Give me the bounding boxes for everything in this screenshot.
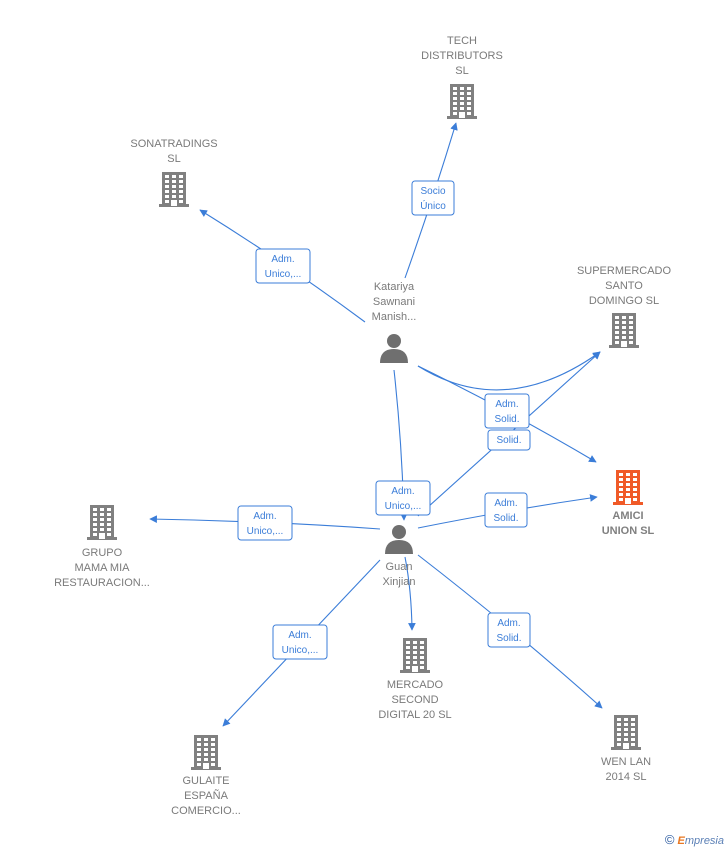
edge-label-box — [237, 505, 293, 541]
building-icon — [609, 313, 639, 348]
edge-label-box — [255, 248, 311, 284]
node-label: SONATRADINGS — [130, 138, 217, 150]
edge-label-text: Adm. — [494, 498, 517, 509]
node-label: SL — [455, 65, 468, 77]
edge-label-text: Unico,... — [265, 269, 302, 280]
edge-label-guan-to-wenlan[interactable]: Adm. Solid. — [487, 612, 531, 648]
node-label: DISTRIBUTORS — [421, 50, 503, 62]
edge-labels-layer: SocioÚnicoAdm.Unico,...Adm.Solid.Solid.A… — [237, 180, 531, 660]
node-mercado[interactable]: MERCADO SECOND DIGITAL 20 SL — [378, 638, 452, 721]
edge-label-guan-to-grupo[interactable]: Adm. Unico,... — [237, 505, 293, 541]
building-icon — [191, 735, 221, 770]
edge-katariya-to-super — [417, 351, 601, 391]
node-label: Xinjian — [382, 576, 415, 588]
building-icon — [613, 470, 643, 505]
edge-label-box — [487, 429, 531, 451]
node-label: DOMINGO SL — [589, 295, 659, 307]
edge-label-text: Adm. — [391, 486, 414, 497]
node-super[interactable]: SUPERMERCADO SANTO DOMINGO SL — [577, 265, 672, 348]
node-katariya[interactable]: KatariyaSawnaniManish... — [372, 281, 417, 363]
copyright-icon: © — [664, 832, 675, 847]
node-label: Guan — [386, 561, 413, 573]
building-icon — [400, 638, 430, 673]
edge-label-text: Solid. — [493, 513, 518, 524]
edge-guan-to-mercado — [404, 556, 416, 631]
edge-label-box — [487, 612, 531, 648]
brand-logo: Empresia — [677, 835, 724, 847]
edge-label-text: Solid. — [496, 633, 521, 644]
node-label: DIGITAL 20 SL — [378, 709, 451, 721]
node-label: Katariya — [374, 281, 415, 293]
node-label: Manish... — [372, 311, 417, 323]
node-label: MERCADO — [387, 679, 444, 691]
edge-label-box — [484, 492, 528, 528]
edge-label-text: Solid. — [494, 414, 519, 425]
node-label: 2014 SL — [606, 771, 647, 783]
node-label: RESTAURACION... — [54, 577, 150, 589]
node-gulaite[interactable]: GULAITE ESPAÑA COMERCIO... — [171, 735, 241, 817]
edge-label-box — [484, 393, 530, 429]
node-label: Sawnani — [373, 296, 415, 308]
node-label: GULAITE — [182, 775, 229, 787]
edge-label-guan-to-gulaite[interactable]: Adm. Unico,... — [272, 624, 328, 660]
building-icon — [447, 84, 477, 119]
edge-label-text: Solid. — [496, 435, 521, 446]
node-wenlan[interactable]: WEN LAN 2014 SL — [601, 715, 651, 783]
edge-label-text: Unico,... — [247, 526, 284, 537]
edge-label-box — [411, 180, 455, 216]
person-icon — [385, 525, 413, 554]
node-label: GRUPO — [82, 547, 123, 559]
node-grupo[interactable]: GRUPO MAMA MIA RESTAURACION... — [54, 505, 150, 589]
nodes-layer: TECH DISTRIBUTORS SL SONATRADINGS SL SUPERMER… — [54, 35, 671, 817]
building-icon — [159, 172, 189, 207]
edge-label-katariya-to-super[interactable]: Adm. Solid. — [484, 393, 530, 429]
person-icon — [380, 334, 408, 363]
edge-label-guan-to-super[interactable]: Adm. Unico,... — [375, 480, 431, 516]
node-tech[interactable]: TECH DISTRIBUTORS SL — [421, 35, 503, 119]
edge-label-text: Adm. — [271, 254, 294, 265]
node-label: ESPAÑA — [184, 789, 228, 802]
edge-label-text: Socio — [420, 186, 445, 197]
node-label: SUPERMERCADO — [577, 265, 672, 277]
edge-label-text: Adm. — [253, 511, 276, 522]
edge-label-text: Unico,... — [282, 645, 319, 656]
node-label: AMICI — [612, 510, 643, 522]
edge-label-katariya-to-sona[interactable]: Adm. Unico,... — [255, 248, 311, 284]
building-icon — [87, 505, 117, 540]
edge-label-text: Único — [420, 199, 446, 212]
edge-label-guan-to-amici[interactable]: Adm. Solid. — [484, 492, 528, 528]
node-label: TECH — [447, 35, 477, 47]
node-label: COMERCIO... — [171, 805, 241, 817]
node-amici[interactable]: AMICI UNION SL — [602, 470, 655, 537]
node-label: UNION SL — [602, 525, 655, 537]
node-label: WEN LAN — [601, 756, 651, 768]
edge-label-text: Adm. — [495, 399, 518, 410]
edge-label-text: Unico,... — [385, 501, 422, 512]
edge-label-katariya-to-amici[interactable]: Solid. — [487, 429, 531, 451]
node-label: SECOND — [391, 694, 438, 706]
node-sona[interactable]: SONATRADINGS SL — [130, 138, 218, 207]
edges-layer — [149, 122, 603, 727]
edge-label-text: Adm. — [497, 618, 520, 629]
edge-label-text: Adm. — [288, 630, 311, 641]
node-label: SANTO — [605, 280, 643, 292]
building-icon — [611, 715, 641, 750]
node-label: SL — [167, 153, 180, 165]
copyright-credit[interactable]: © Empresia — [665, 832, 724, 847]
edge-label-box — [375, 480, 431, 516]
edge-label-box — [272, 624, 328, 660]
node-label: MAMA MIA — [74, 562, 130, 574]
